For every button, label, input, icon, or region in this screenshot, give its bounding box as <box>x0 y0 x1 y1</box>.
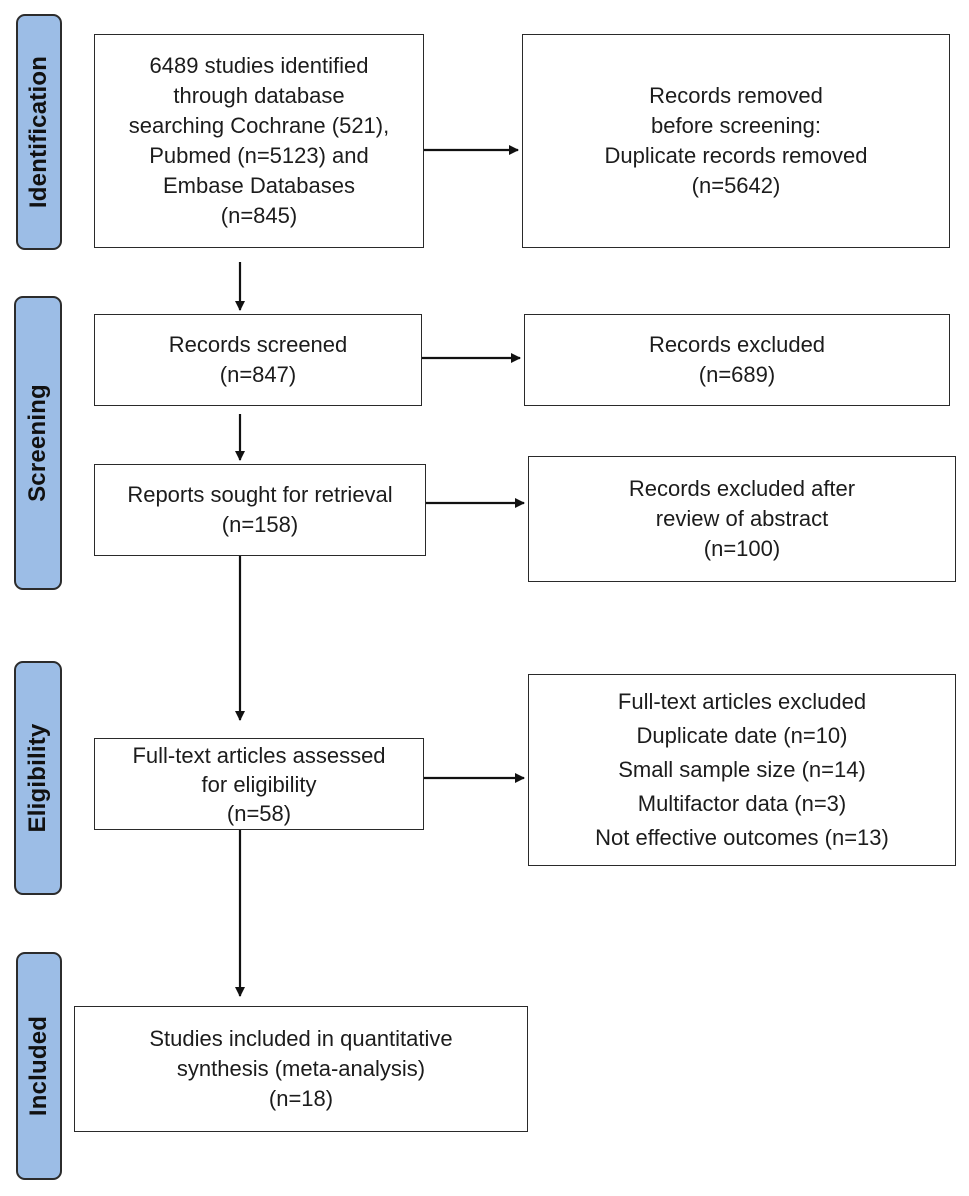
box-line: Duplicate date (n=10) <box>636 723 848 748</box>
box-line: (n=689) <box>698 362 776 387</box>
records-screened-box: Records screened (n=847) <box>94 314 422 406</box>
box-line: (n=58) <box>226 800 292 826</box>
studies-included-box: Studies included in quantitative synthes… <box>74 1006 528 1132</box>
fulltext-assessed-box: Full-text articles assessed for eligibil… <box>94 738 424 830</box>
box-line: Reports sought for retrieval <box>127 482 393 507</box>
box-line: 6489 studies identified <box>149 53 369 78</box>
box-line: Full-text articles assessed <box>132 742 386 768</box>
box-line: Full-text articles excluded <box>617 689 867 714</box>
identified-records-box: 6489 studies identified through database… <box>94 34 424 248</box>
box-line: Duplicate records removed <box>604 143 868 168</box>
box-line: Studies included in quantitative <box>149 1026 453 1051</box>
box-line: (n=158) <box>221 512 299 537</box>
box-line: review of abstract <box>655 506 829 531</box>
records-removed-box: Records removed before screening: Duplic… <box>522 34 950 248</box>
box-line: Embase Databases <box>163 173 355 198</box>
box-line: Small sample size (n=14) <box>618 757 866 782</box>
reports-sought-box: Reports sought for retrieval (n=158) <box>94 464 426 556</box>
fulltext-excluded-box: Full-text articles excluded Duplicate da… <box>528 674 956 866</box>
box-line: Records removed <box>649 83 823 108</box>
phase-screening: Screening <box>14 296 62 590</box>
box-line: (n=100) <box>703 536 781 561</box>
box-line: (n=845) <box>220 203 298 228</box>
phase-identification: Identification <box>16 14 62 250</box>
box-line: (n=5642) <box>691 173 781 198</box>
box-line: Multifactor data (n=3) <box>637 791 847 816</box>
box-line: Records excluded after <box>628 476 856 501</box>
box-line: (n=18) <box>268 1086 334 1111</box>
box-line: through database <box>173 83 345 108</box>
box-line: synthesis (meta-analysis) <box>176 1056 426 1081</box>
box-line: before screening: <box>651 113 821 138</box>
box-line: Not effective outcomes (n=13) <box>595 825 889 850</box>
phase-eligibility: Eligibility <box>14 661 62 895</box>
box-line: for eligibility <box>201 771 317 797</box>
box-line: searching Cochrane (521), <box>128 113 390 138</box>
box-line: Records excluded <box>648 332 826 357</box>
phase-included: Included <box>16 952 62 1180</box>
excluded-after-abstract-box: Records excluded after review of abstrac… <box>528 456 956 582</box>
box-line: (n=847) <box>219 362 297 387</box>
records-excluded-box: Records excluded (n=689) <box>524 314 950 406</box>
box-line: Pubmed (n=5123) and <box>149 143 369 168</box>
box-line: Records screened <box>168 332 348 357</box>
